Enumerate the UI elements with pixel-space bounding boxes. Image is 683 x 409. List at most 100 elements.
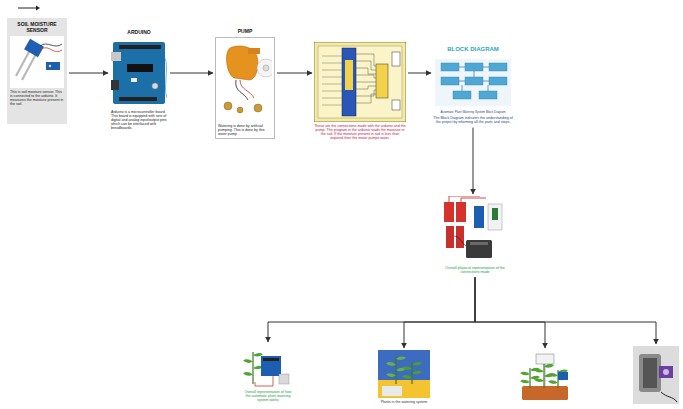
art-part xyxy=(40,44,62,46)
art-part xyxy=(492,208,498,220)
flow-arrow xyxy=(408,73,431,74)
art-part xyxy=(261,356,281,376)
art-part xyxy=(663,369,669,375)
art-part xyxy=(382,386,402,396)
art-part xyxy=(489,63,507,71)
description-text: Arduino is a microcontroller board. This… xyxy=(111,110,167,131)
art-part xyxy=(24,38,44,56)
art-part xyxy=(248,48,260,54)
art-part xyxy=(218,40,272,122)
description-text: Plants in the watering system xyxy=(378,400,430,404)
art-part xyxy=(643,358,657,388)
flow-arrow xyxy=(404,277,475,348)
art-part xyxy=(253,353,263,357)
art-part xyxy=(661,392,677,402)
art-part xyxy=(49,64,51,66)
art-part xyxy=(119,45,161,49)
art-part xyxy=(453,91,471,99)
illustration-frame xyxy=(218,40,272,122)
art-part xyxy=(240,80,254,98)
illustration-group xyxy=(10,36,64,88)
node-block: BLOCK DIAGRAMAutomatic Plant Watering Sy… xyxy=(433,45,513,125)
art-part xyxy=(322,56,342,57)
art-part xyxy=(131,78,137,82)
illustration-group xyxy=(633,346,679,404)
art-part xyxy=(356,90,376,96)
art-part xyxy=(113,42,165,104)
art-part xyxy=(534,379,544,383)
description-text: This is soil moisture sensor. This is co… xyxy=(10,90,64,107)
art-part xyxy=(356,54,376,66)
art-part xyxy=(243,372,253,376)
node-plant4 xyxy=(633,346,679,404)
art-part xyxy=(237,107,243,113)
art-part xyxy=(322,77,342,78)
art-part xyxy=(356,94,376,103)
art-part xyxy=(520,372,530,376)
illustration-plant1 xyxy=(243,344,293,388)
art-part xyxy=(263,358,279,361)
art-part xyxy=(444,202,454,222)
art-part xyxy=(435,59,511,106)
illustration-frame xyxy=(314,42,406,122)
art-part xyxy=(449,196,486,202)
art-part xyxy=(345,60,353,90)
art-part xyxy=(322,105,342,106)
art-part xyxy=(378,380,430,398)
art-part xyxy=(322,91,342,92)
art-part xyxy=(488,204,502,230)
art-part xyxy=(396,357,406,361)
illustration-block xyxy=(433,55,513,110)
illustration-frame xyxy=(433,55,513,110)
art-part xyxy=(466,240,492,258)
illustration-plant3 xyxy=(518,350,572,404)
art-part xyxy=(224,102,232,110)
node-plant1: Overall representation of how the automa… xyxy=(243,344,293,402)
art-part xyxy=(470,242,488,245)
art-part xyxy=(659,366,673,378)
illustration-group xyxy=(243,344,293,388)
art-part xyxy=(392,52,400,66)
art-part xyxy=(127,64,153,72)
flow-arrow xyxy=(473,128,474,194)
art-part xyxy=(548,373,558,377)
art-part xyxy=(402,366,412,370)
art-part xyxy=(41,47,62,51)
art-part xyxy=(440,196,510,264)
node-plant3 xyxy=(518,350,572,404)
illustration-frame xyxy=(378,350,430,398)
illustration-group xyxy=(111,42,167,104)
art-part xyxy=(356,68,376,74)
art-part xyxy=(10,36,64,88)
node-phys: Overall physical representation of the c… xyxy=(440,196,510,274)
art-part xyxy=(263,65,269,71)
description-text: Watering is done by artificial pumping. … xyxy=(218,124,272,136)
art-part xyxy=(518,350,572,404)
art-part xyxy=(243,344,293,388)
art-part xyxy=(558,372,568,380)
art-part xyxy=(46,62,60,70)
art-part xyxy=(489,77,507,85)
illustration-group xyxy=(518,350,572,404)
art-part xyxy=(548,380,558,384)
flow-arrow xyxy=(170,73,213,74)
illustration-plant2 xyxy=(378,350,430,398)
art-part xyxy=(254,104,262,112)
art-part xyxy=(314,42,406,122)
illustration-group xyxy=(218,40,272,122)
art-part xyxy=(402,375,412,379)
flow-arrow xyxy=(475,277,656,344)
art-part xyxy=(386,362,396,366)
art-part xyxy=(545,364,546,386)
art-part xyxy=(392,100,400,110)
illustration-frame xyxy=(440,196,510,264)
illustration-sensor xyxy=(10,36,64,88)
illustration-frame xyxy=(243,344,293,388)
description-text: Overall representation of how the automa… xyxy=(243,390,293,402)
flow-arrow xyxy=(268,277,475,342)
illustration-group xyxy=(314,42,406,122)
art-part xyxy=(522,386,568,400)
art-part xyxy=(119,97,157,101)
art-part xyxy=(243,359,253,363)
